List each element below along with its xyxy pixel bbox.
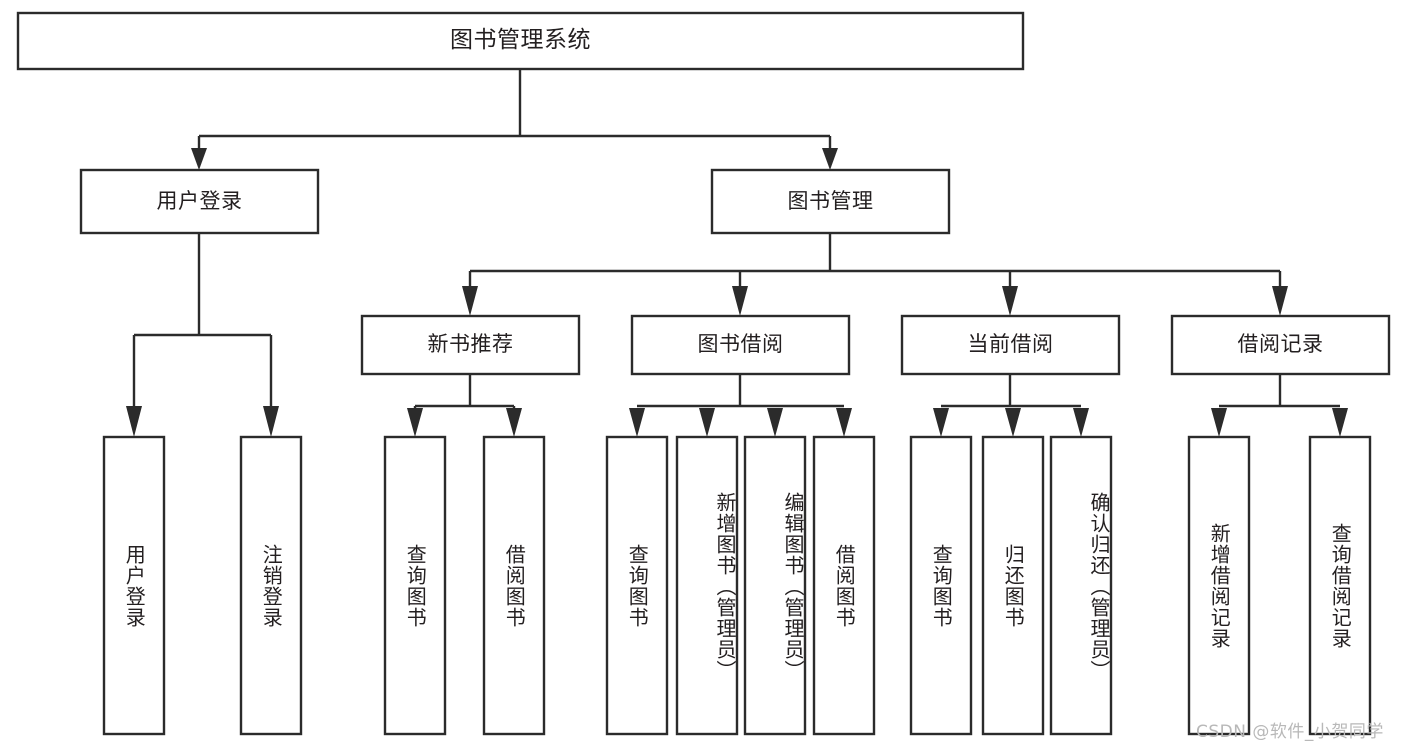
arrow-borrow-record: [1272, 286, 1288, 316]
node-box-leaf-user-login[interactable]: [102, 435, 166, 736]
node-box-new-book-rec[interactable]: [360, 314, 581, 376]
node-box-leaf-query-book-3[interactable]: [909, 435, 973, 736]
node-box-leaf-query-book-2[interactable]: [605, 435, 669, 736]
arrow-leaf-borrow-book-2: [836, 408, 852, 437]
arrow-to-book-manage: [822, 148, 838, 170]
arrow-leaf-user-login: [126, 406, 142, 437]
node-box-leaf-borrow-book-1[interactable]: [482, 435, 546, 736]
node-box-book-manage[interactable]: [710, 168, 951, 235]
arrow-leaf-query-book-2: [629, 408, 645, 437]
node-box-leaf-user-logout[interactable]: [239, 435, 303, 736]
node-box-current-borrow[interactable]: [900, 314, 1121, 376]
arrow-leaf-return-book: [1005, 408, 1021, 437]
arrow-leaf-user-logout: [263, 406, 279, 437]
arrow-leaf-edit-book: [767, 408, 783, 437]
arrow-book-borrow: [732, 286, 748, 316]
arrow-leaf-query-book-1: [407, 408, 423, 437]
arrow-leaf-query-record: [1332, 408, 1348, 437]
arrow-leaf-add-book: [699, 408, 715, 437]
node-box-leaf-add-book[interactable]: [675, 435, 739, 736]
node-box-leaf-query-book-1[interactable]: [383, 435, 447, 736]
node-box-leaf-return-book[interactable]: [981, 435, 1045, 736]
arrow-leaf-borrow-book-1: [506, 408, 522, 437]
node-box-book-borrow[interactable]: [630, 314, 851, 376]
arrow-to-user-login: [191, 148, 207, 170]
node-box-leaf-borrow-book-2[interactable]: [812, 435, 876, 736]
arrow-leaf-confirm-return: [1073, 408, 1089, 437]
node-box-leaf-query-record[interactable]: [1308, 435, 1372, 736]
arrow-current-borrow: [1002, 286, 1018, 316]
node-box-leaf-add-record[interactable]: [1187, 435, 1251, 736]
node-box-root[interactable]: [16, 11, 1025, 71]
node-box-leaf-confirm-return[interactable]: [1049, 435, 1113, 736]
arrow-new-book-rec: [462, 286, 478, 316]
node-box-user-login[interactable]: [79, 168, 320, 235]
arrow-leaf-query-book-3: [933, 408, 949, 437]
arrow-leaf-add-record: [1211, 408, 1227, 437]
node-box-leaf-edit-book[interactable]: [743, 435, 807, 736]
node-box-borrow-record[interactable]: [1170, 314, 1391, 376]
